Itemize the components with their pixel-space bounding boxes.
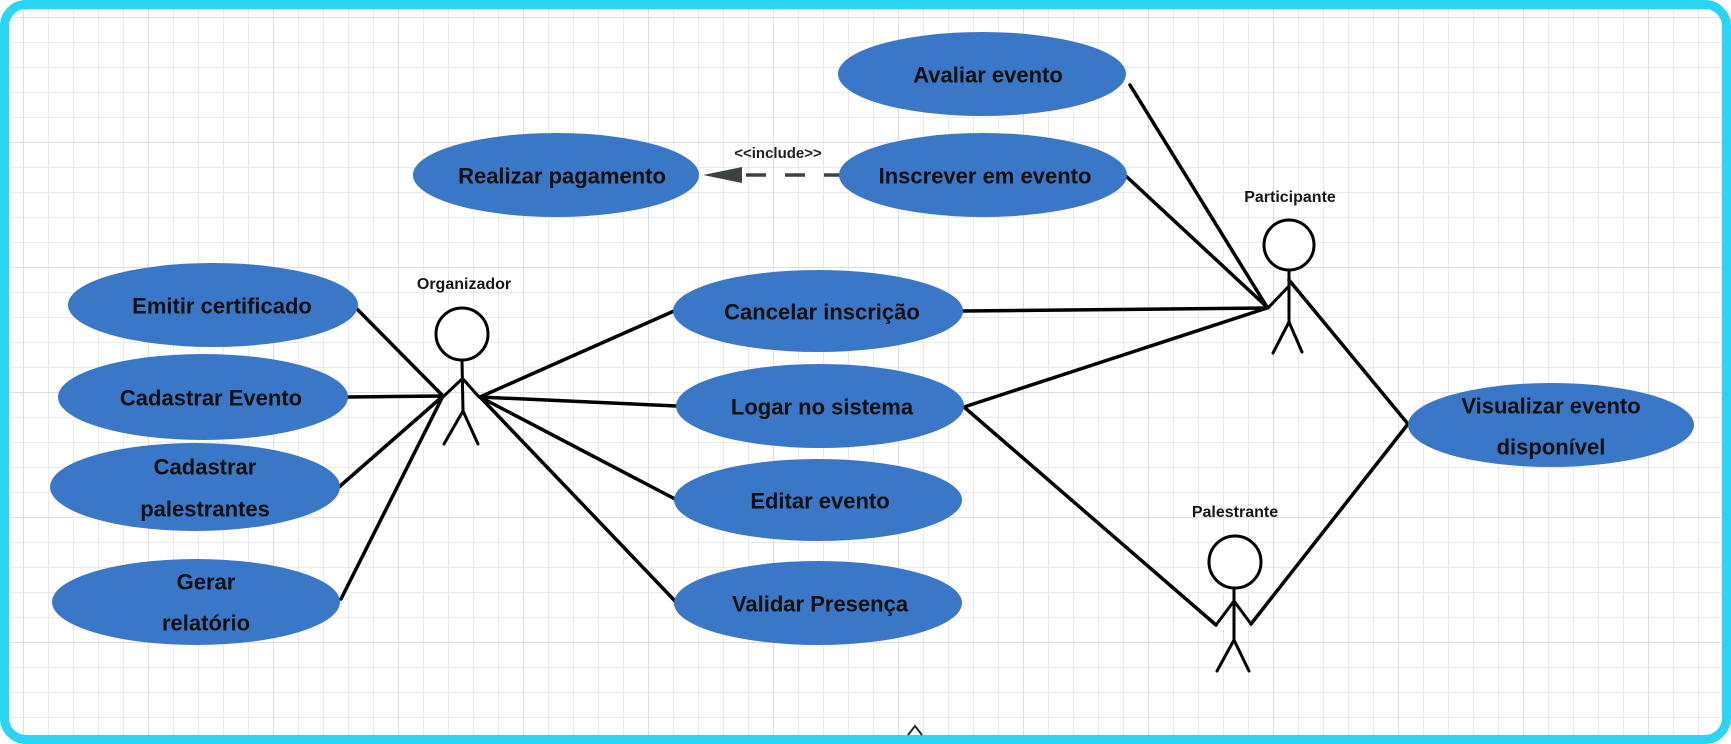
connector-participante-logar-no-sistema[interactable]: [962, 306, 1269, 409]
usecase-logar-no-sistema-label: Logar no sistema: [731, 395, 914, 420]
usecase-gerar-relatorio-label-line2: relatório: [162, 611, 250, 636]
usecase-visualizar-evento-disponivel-label-line2: disponível: [1497, 435, 1606, 460]
usecase-cancelar-inscricao-label: Cancelar inscrição: [724, 300, 920, 325]
usecase-cadastrar-palestrantes-shape[interactable]: [50, 443, 340, 531]
actor-palestrante-leg-left: [1215, 638, 1236, 673]
include-label: <<include>>: [734, 145, 822, 162]
connector-organizador-cadastrar-palestrantes[interactable]: [337, 394, 445, 489]
usecase-logar-no-sistema[interactable]: Logar no sistema: [676, 364, 964, 448]
usecase-cadastrar-evento[interactable]: Cadastrar Evento: [58, 354, 348, 440]
actor-organizador-label: Organizador: [417, 276, 511, 293]
connector-organizador-cadastrar-evento[interactable]: [346, 394, 445, 399]
actor-palestrante-head-icon: [1207, 534, 1263, 590]
actor-organizador-body: [460, 358, 465, 413]
usecase-emitir-certificado[interactable]: Emitir certificado: [68, 263, 358, 347]
usecase-emitir-certificado-shape[interactable]: [68, 263, 358, 347]
actor-participante-leg-left: [1271, 320, 1291, 355]
usecase-avaliar-evento-label: Avaliar evento: [913, 63, 1063, 88]
actor-palestrante-label: Palestrante: [1192, 504, 1278, 521]
usecase-visualizar-evento-disponivel-label-line1: Visualizar evento: [1461, 394, 1640, 419]
usecase-validar-presenca-label: Validar Presença: [732, 592, 909, 617]
actor-palestrante-leg-right: [1232, 638, 1251, 673]
usecase-cadastrar-evento-shape[interactable]: [58, 354, 348, 440]
usecase-gerar-relatorio-label-line1: Gerar: [177, 570, 236, 595]
usecase-cancelar-inscricao-shape[interactable]: [673, 270, 963, 352]
connector-palestrante-visualizar-evento[interactable]: [1249, 422, 1410, 626]
connector-organizador-emitir-certificado[interactable]: [354, 306, 445, 398]
connector-organizador-gerar-relatorio[interactable]: [339, 394, 445, 601]
actor-organizador-leg-right: [461, 409, 480, 446]
usecase-cadastrar-evento-label: Cadastrar Evento: [120, 386, 302, 411]
connector-organizador-editar-evento[interactable]: [478, 395, 677, 501]
include-arrowhead-icon: [703, 167, 742, 183]
connector-participante-visualizar-evento[interactable]: [1287, 278, 1410, 426]
connector-organizador-logar-no-sistema[interactable]: [478, 395, 679, 408]
include-relationship[interactable]: <<include>>: [703, 145, 840, 183]
actor-organizador-head-icon: [434, 306, 490, 362]
actor-participante-head-icon: [1262, 218, 1316, 272]
usecase-realizar-pagamento-label: Realizar pagamento: [458, 164, 666, 189]
usecase-cancelar-inscricao[interactable]: Cancelar inscrição: [673, 270, 963, 352]
usecase-inscrever-em-evento-shape[interactable]: [839, 133, 1127, 217]
usecase-cadastrar-palestrantes-label-line2: palestrantes: [140, 497, 270, 522]
usecase-avaliar-evento-shape[interactable]: [838, 32, 1126, 116]
usecase-editar-evento[interactable]: Editar evento: [674, 459, 962, 541]
connector-participante-inscrever-em-evento[interactable]: [1125, 175, 1269, 309]
connector-organizador-validar-presenca[interactable]: [478, 395, 677, 603]
caret-mark-icon: [907, 724, 923, 736]
actor-palestrante-arm-right: [1232, 599, 1253, 626]
connector-palestrante-logar-no-sistema[interactable]: [962, 405, 1218, 627]
actor-organizador-leg-left: [442, 409, 465, 446]
actor-organizador-arm-left: [442, 377, 464, 398]
usecase-avaliar-evento[interactable]: Avaliar evento: [838, 32, 1126, 116]
actor-participante[interactable]: Participante: [1244, 189, 1336, 355]
usecase-gerar-relatorio[interactable]: Gerar relatório: [52, 559, 340, 645]
actor-organizador-arm-right: [461, 377, 481, 399]
connector-participante-avaliar-evento[interactable]: [1128, 83, 1269, 309]
usecase-visualizar-evento-disponivel-shape[interactable]: [1408, 383, 1694, 467]
actor-palestrante[interactable]: Palestrante: [1192, 504, 1278, 673]
usecase-cadastrar-palestrantes-label-line1: Cadastrar: [154, 455, 257, 480]
actor-organizador[interactable]: Organizador: [417, 276, 511, 446]
connector-participante-cancelar-inscricao[interactable]: [961, 306, 1269, 313]
actor-participante-arm-left: [1266, 284, 1291, 310]
actor-palestrante-arm-left: [1214, 599, 1236, 627]
usecase-editar-evento-label: Editar evento: [750, 489, 889, 514]
usecase-inscrever-em-evento[interactable]: Inscrever em evento: [839, 133, 1127, 217]
connector-organizador-cancelar-inscricao[interactable]: [478, 309, 676, 399]
usecase-realizar-pagamento[interactable]: Realizar pagamento: [413, 133, 699, 217]
usecase-cadastrar-palestrantes[interactable]: Cadastrar palestrantes: [50, 443, 340, 531]
connectors: [337, 83, 1410, 627]
usecase-realizar-pagamento-shape[interactable]: [413, 133, 699, 217]
usecase-emitir-certificado-label: Emitir certificado: [132, 294, 312, 319]
usecase-logar-no-sistema-shape[interactable]: [676, 364, 964, 448]
usecase-inscrever-em-evento-label: Inscrever em evento: [879, 164, 1092, 189]
usecase-validar-presenca[interactable]: Validar Presença: [674, 561, 962, 645]
usecase-editar-evento-shape[interactable]: [674, 459, 962, 541]
usecase-validar-presenca-shape[interactable]: [674, 561, 962, 645]
actor-participante-leg-right: [1287, 320, 1304, 354]
usecase-gerar-relatorio-shape[interactable]: [52, 559, 340, 645]
actor-participante-label: Participante: [1244, 189, 1336, 206]
usecase-visualizar-evento-disponivel[interactable]: Visualizar evento disponível: [1408, 383, 1694, 467]
